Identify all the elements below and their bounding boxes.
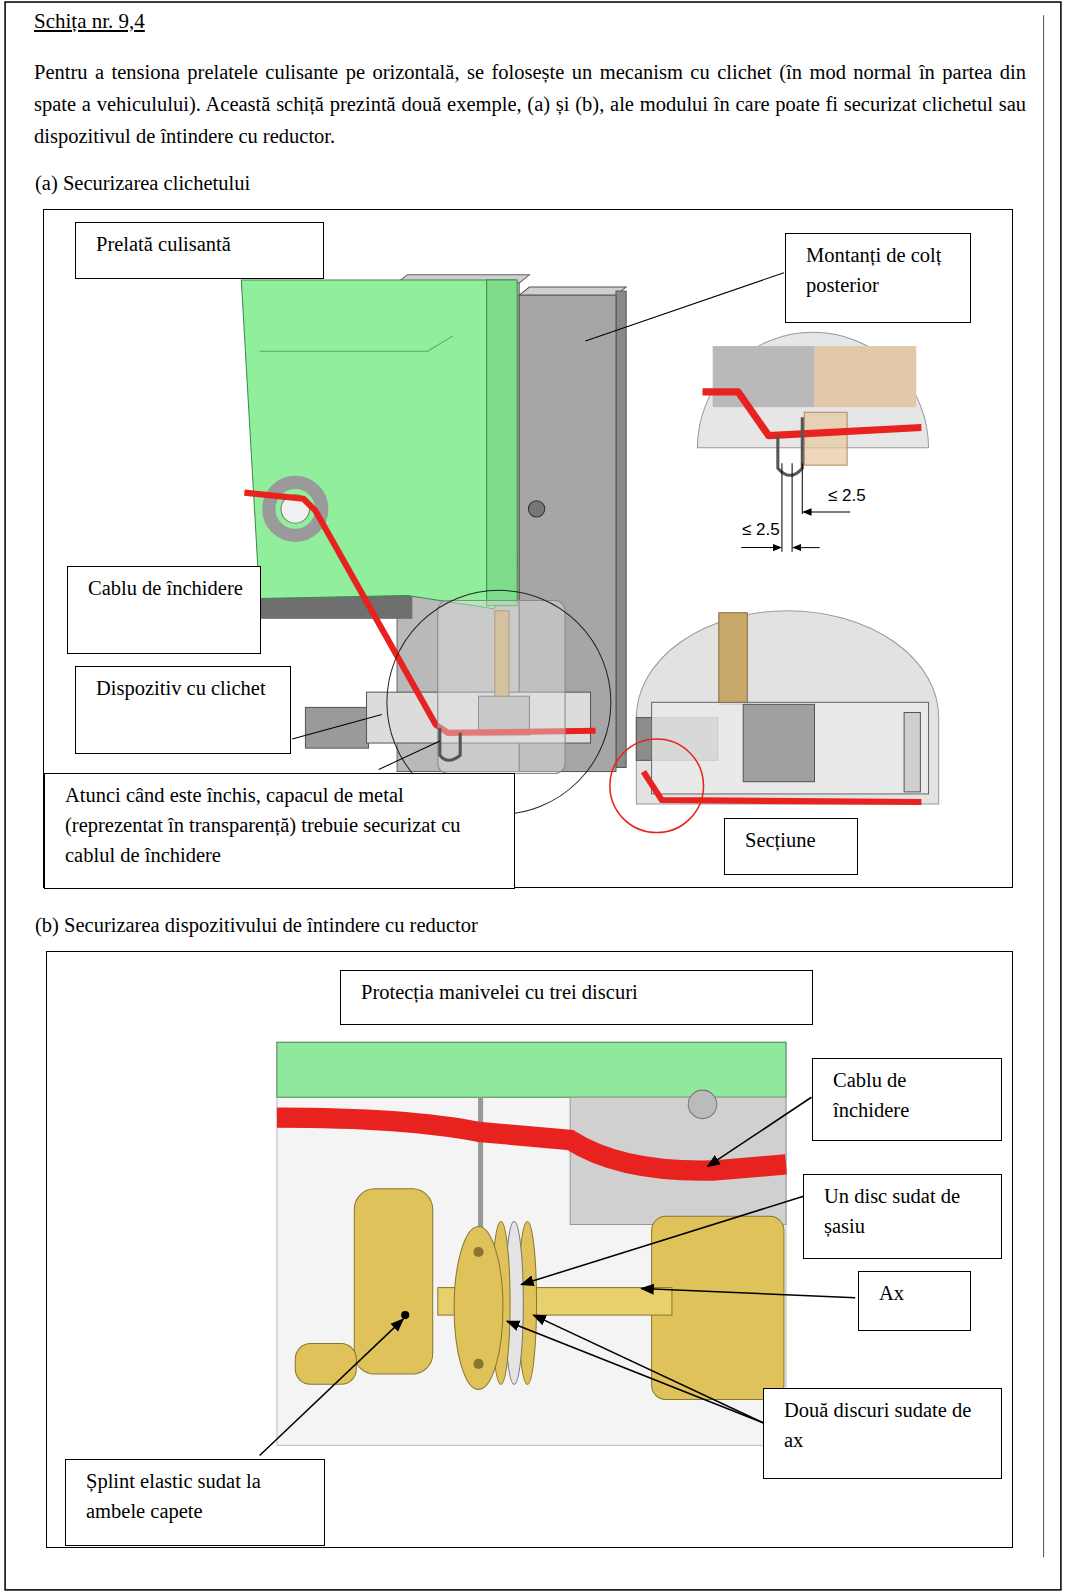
ratchet-tube (305, 707, 368, 748)
closing-cable (277, 1118, 786, 1171)
dimension-label: ≤ 2.5 (741, 520, 781, 540)
tarp-band (277, 1042, 786, 1097)
section-inset-top (697, 332, 928, 551)
sketch-title: Schița nr. 9,4 (34, 9, 145, 34)
dimension-arrow (741, 547, 781, 548)
post-side (616, 291, 626, 767)
post-top (519, 287, 626, 295)
crank-knob (295, 1344, 356, 1385)
dimension-arrow (793, 547, 819, 548)
inset-bracket (804, 412, 847, 465)
margin-line (1043, 15, 1044, 1557)
inset-end (904, 713, 920, 792)
dimension-line (781, 463, 782, 552)
highlight-circle (610, 739, 704, 833)
leader-arrow (507, 1321, 764, 1423)
leader-arrow (708, 1097, 812, 1166)
callout-text: Șplint elastic sudat la ambele capete (86, 1466, 308, 1526)
inset-cylinder-tan (815, 346, 917, 407)
page-frame (5, 2, 1061, 1590)
cover-hook (440, 728, 460, 761)
dimension-line (802, 463, 803, 514)
callout-box: Secțiune (724, 818, 858, 875)
leader-arrow (521, 1196, 804, 1285)
flange-hole (473, 1359, 483, 1369)
callout-box: Două discuri sudate de ax (763, 1388, 1002, 1479)
leader-arrow (534, 1315, 764, 1423)
callout-text: Cablu de închidere (88, 573, 244, 603)
inset-gear (743, 704, 814, 781)
inset-body (652, 702, 929, 794)
inset-cylinder (713, 346, 815, 407)
inset-cable (643, 772, 921, 803)
leader-line (292, 715, 382, 739)
callout-text: Dispozitiv cu clichet (96, 673, 274, 703)
inset-dome (636, 611, 938, 804)
callout-box: Protecția manivelei cu trei discuri (340, 970, 813, 1025)
dimension-label: ≤ 2.5 (827, 486, 867, 506)
panel-heading: (a) Securizarea clichetului (35, 172, 250, 195)
callout-text: Prelată culisantă (96, 229, 307, 259)
flange-hole (473, 1247, 483, 1257)
bolt (528, 501, 544, 517)
intro-paragraph: Pentru a tensiona prelatele culisante pe… (34, 56, 1026, 152)
figure-ground (277, 1042, 786, 1445)
callout-box: Prelată culisantă (75, 222, 324, 279)
callout-text: Montanți de colț posterior (806, 240, 954, 300)
dimension-arrow (803, 511, 850, 512)
callout-text: Un disc sudat de șasiu (824, 1181, 985, 1241)
leader-line (585, 273, 784, 341)
flange (454, 1227, 503, 1390)
panel-heading: (b) Securizarea dispozitivului de întind… (35, 914, 478, 937)
callout-box: Montanți de colț posterior (785, 233, 971, 323)
pin-hole (401, 1311, 409, 1319)
callout-box: Dispozitiv cu clichet (75, 666, 291, 754)
callout-text: Două discuri sudate de ax (784, 1395, 985, 1455)
leader-arrow (641, 1289, 855, 1298)
callout-box: Cablu de închidere (812, 1058, 1002, 1141)
sliding-tarp (241, 280, 517, 609)
callout-text: Ax (879, 1278, 954, 1308)
dimension-line (792, 463, 793, 552)
inset-cable (703, 392, 922, 436)
tarp-seam (260, 336, 453, 351)
leader-arrow (260, 1319, 404, 1455)
crank-block (354, 1189, 432, 1374)
callout-text: Cablu de închidere (833, 1065, 985, 1125)
callout-text: Protecția manivelei cu trei discuri (361, 977, 796, 1007)
page-border (5, 2, 1061, 1590)
callout-box: Un disc sudat de șasiu (803, 1174, 1002, 1259)
figure-panel: (b) Securizarea dispozitivului de întind… (46, 951, 1013, 1548)
callout-box: Șplint elastic sudat la ambele capete (65, 1459, 325, 1546)
callout-text: Secțiune (745, 825, 841, 855)
callout-box: Cablu de închidere (67, 566, 261, 654)
inset-shaft (719, 613, 748, 705)
callout-box: Atunci când este închis, capacul de meta… (44, 773, 515, 889)
callout-text: Atunci când este închis, capacul de meta… (65, 780, 498, 870)
bolt (688, 1090, 717, 1119)
callout-box: Ax (858, 1271, 971, 1331)
metal-cover (438, 601, 565, 774)
section-inset-bottom (610, 611, 939, 833)
leader-line (379, 741, 440, 770)
tarp-fold (487, 280, 518, 606)
inset-dome (697, 332, 928, 448)
figure-panel: (a) Securizarea clichetuluiPrelată culis… (43, 209, 1013, 888)
